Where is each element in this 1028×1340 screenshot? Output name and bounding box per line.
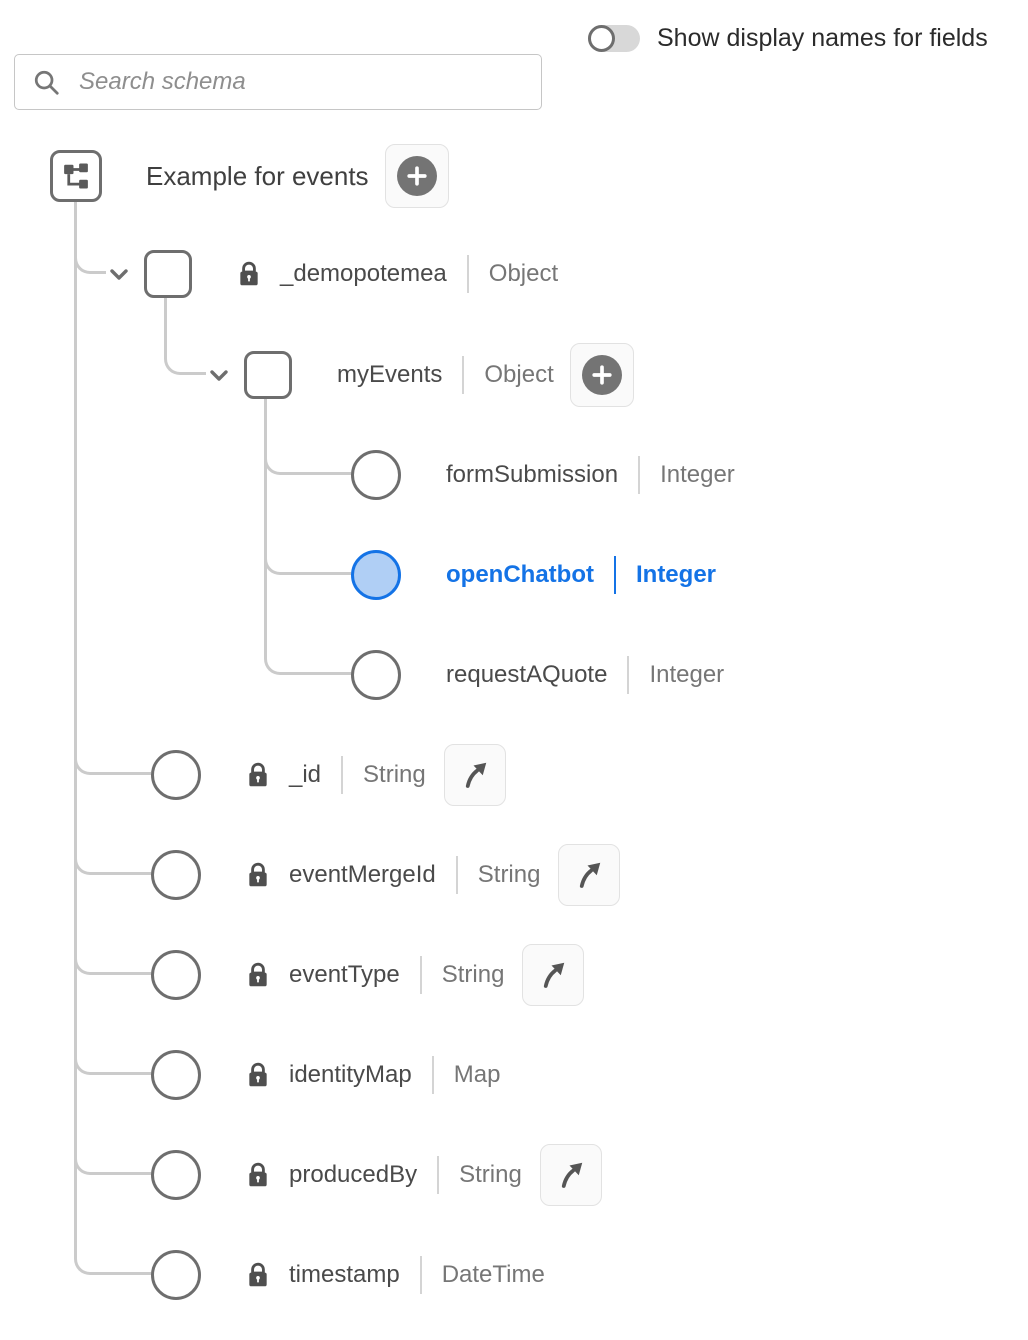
field-name: requestAQuote	[446, 661, 608, 688]
field-name: timestamp	[289, 1261, 400, 1288]
tree-connector	[74, 955, 151, 975]
field-row-openchatbot[interactable]: openChatbot Integer	[351, 543, 716, 607]
tree-connector	[264, 397, 267, 655]
field-node-circle[interactable]	[151, 1050, 201, 1100]
add-field-button-root[interactable]	[384, 144, 449, 208]
field-divider	[455, 856, 458, 894]
field-type: Object	[488, 260, 559, 287]
field-name: eventMergeId	[289, 861, 436, 888]
plus-icon	[581, 355, 622, 395]
field-divider	[431, 1056, 434, 1094]
field-divider	[341, 756, 344, 794]
plus-icon	[396, 156, 437, 196]
field-name: openChatbot	[446, 561, 594, 588]
field-type: Integer	[635, 561, 716, 588]
field-name: _id	[289, 761, 322, 788]
field-row-id[interactable]: _id String	[151, 743, 506, 807]
field-divider	[462, 356, 465, 394]
field-type: Integer	[649, 661, 725, 688]
field-divider	[466, 255, 469, 293]
field-node-circle[interactable]	[151, 750, 201, 800]
jump-arrow-icon	[561, 1162, 583, 1188]
jump-to-reference-button[interactable]	[539, 1144, 602, 1206]
field-row-timestamp[interactable]: timestamp DateTime	[151, 1243, 545, 1307]
field-row-producedby[interactable]: producedBy String	[151, 1143, 602, 1207]
field-node-circle[interactable]	[151, 950, 201, 1000]
field-name: myEvents	[337, 361, 443, 388]
tree-connector	[74, 1255, 151, 1275]
field-divider	[437, 1156, 440, 1194]
tree-connector	[74, 755, 151, 775]
field-type: Map	[453, 1061, 501, 1088]
tree-connector	[264, 455, 351, 475]
field-row-identitymap[interactable]: identityMap Map	[151, 1043, 500, 1107]
lock-icon	[238, 261, 260, 287]
schema-root-row[interactable]: Example for events	[50, 144, 449, 208]
field-row-eventmergeid[interactable]: eventMergeId String	[151, 843, 621, 907]
toggle-label: Show display names for fields	[657, 24, 988, 52]
field-node-circle-selected[interactable]	[351, 550, 401, 600]
tree-connector	[74, 1155, 151, 1175]
show-display-names-toggle[interactable]	[588, 25, 640, 52]
field-node-circle[interactable]	[151, 850, 201, 900]
search-input[interactable]	[77, 67, 525, 97]
field-node-circle[interactable]	[151, 1150, 201, 1200]
lock-icon	[247, 762, 269, 788]
tree-connector	[264, 555, 351, 575]
field-row-myevents[interactable]: myEvents Object	[206, 343, 634, 407]
field-divider	[638, 456, 641, 494]
field-node-circle[interactable]	[151, 1250, 201, 1300]
lock-icon	[247, 862, 269, 888]
jump-arrow-icon	[580, 862, 601, 888]
chevron-down-icon[interactable]	[106, 261, 132, 287]
field-name: formSubmission	[446, 461, 619, 488]
field-node-circle[interactable]	[351, 450, 401, 500]
field-divider	[627, 656, 630, 694]
lock-icon	[247, 1062, 269, 1088]
schema-title: Example for events	[146, 160, 369, 191]
field-type: Integer	[660, 461, 735, 488]
tree-connector	[164, 296, 167, 355]
tree-connector	[74, 855, 151, 875]
field-node-circle[interactable]	[351, 650, 401, 700]
jump-arrow-icon	[544, 962, 565, 988]
tree-connector	[74, 254, 106, 274]
field-type: String	[477, 861, 541, 888]
jump-to-reference-button[interactable]	[522, 944, 585, 1006]
field-name: eventType	[289, 961, 400, 988]
tree-connector	[74, 1055, 151, 1075]
chevron-down-icon[interactable]	[206, 362, 232, 388]
field-type: Object	[484, 361, 554, 388]
field-row-demopotemea[interactable]: _demopotemea Object	[106, 242, 558, 306]
field-type: String	[459, 1161, 522, 1188]
search-schema-box[interactable]	[14, 54, 542, 110]
schema-icon	[50, 150, 102, 202]
field-type: String	[441, 961, 505, 988]
toggle-knob[interactable]	[588, 25, 615, 52]
field-divider	[419, 956, 422, 994]
object-node-square[interactable]	[244, 351, 292, 399]
tree-connector-trunk	[74, 198, 77, 1255]
tree-connector	[264, 655, 351, 675]
search-icon	[34, 70, 59, 95]
lock-icon	[247, 1262, 269, 1288]
field-type: DateTime	[441, 1261, 545, 1288]
field-name: identityMap	[289, 1061, 412, 1088]
jump-to-reference-button[interactable]	[558, 844, 621, 906]
lock-icon	[247, 1162, 269, 1188]
field-divider	[419, 1256, 422, 1294]
object-node-square[interactable]	[144, 250, 192, 298]
field-name: producedBy	[289, 1161, 418, 1188]
field-row-requestaquote[interactable]: requestAQuote Integer	[351, 643, 724, 707]
jump-arrow-icon	[465, 762, 486, 788]
field-type: String	[363, 761, 426, 788]
field-divider	[613, 556, 616, 594]
field-name: _demopotemea	[280, 260, 447, 287]
lock-icon	[247, 962, 269, 988]
add-field-button-myevents[interactable]	[569, 343, 634, 407]
field-row-formsubmission[interactable]: formSubmission Integer	[351, 443, 735, 507]
field-row-eventtype[interactable]: eventType String	[151, 943, 585, 1007]
tree-connector	[164, 355, 206, 375]
jump-to-reference-button[interactable]	[443, 744, 506, 806]
